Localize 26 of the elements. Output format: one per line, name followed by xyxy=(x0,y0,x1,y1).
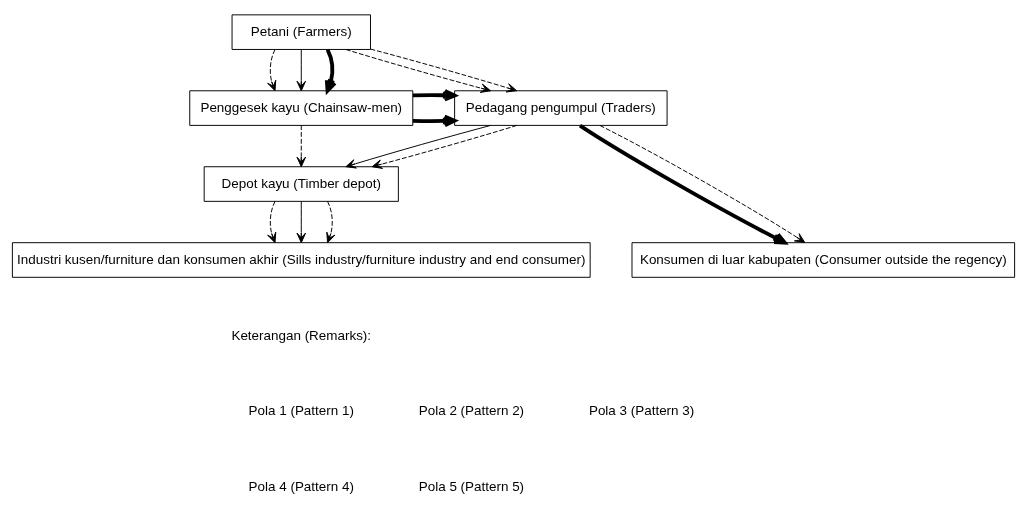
arrow xyxy=(599,125,806,243)
legend-label: Pola 5 (Pattern 5) xyxy=(418,479,525,495)
arrow xyxy=(326,200,336,244)
legend-label: Pola 1 (Pattern 1) xyxy=(248,403,354,419)
arrow xyxy=(412,89,457,102)
arrow xyxy=(345,49,492,93)
node-box: Petani (Farmers) xyxy=(231,14,371,50)
label: Keterangan (Remarks): xyxy=(231,327,372,343)
arrow xyxy=(345,125,491,169)
node-box: Konsumen di luar kabupaten (Consumer outside the regency) xyxy=(631,242,1016,278)
arrow xyxy=(296,200,307,244)
node-box: Pedagang pengumpul (Traders) xyxy=(454,90,668,126)
arrow xyxy=(267,200,277,244)
node-box: Industri kusen/furniture dan konsumen akhir (Sills industry/furniture industry and end consumer) xyxy=(11,242,591,278)
arrow xyxy=(578,124,787,245)
arrow xyxy=(267,49,277,92)
legend-label: Pola 2 (Pattern 2) xyxy=(418,403,525,419)
arrow xyxy=(296,49,307,92)
node-box: Penggesek kayu (Chainsaw-men) xyxy=(189,90,414,126)
legend-label: Pola 4 (Pattern 4) xyxy=(248,479,354,495)
arrow xyxy=(296,125,307,168)
arrow xyxy=(371,125,518,169)
node-box: Depot kayu (Timber depot) xyxy=(203,166,399,202)
arrow xyxy=(370,48,518,93)
legend-label: Pola 3 (Pattern 3) xyxy=(588,403,695,419)
arrow xyxy=(412,114,457,128)
